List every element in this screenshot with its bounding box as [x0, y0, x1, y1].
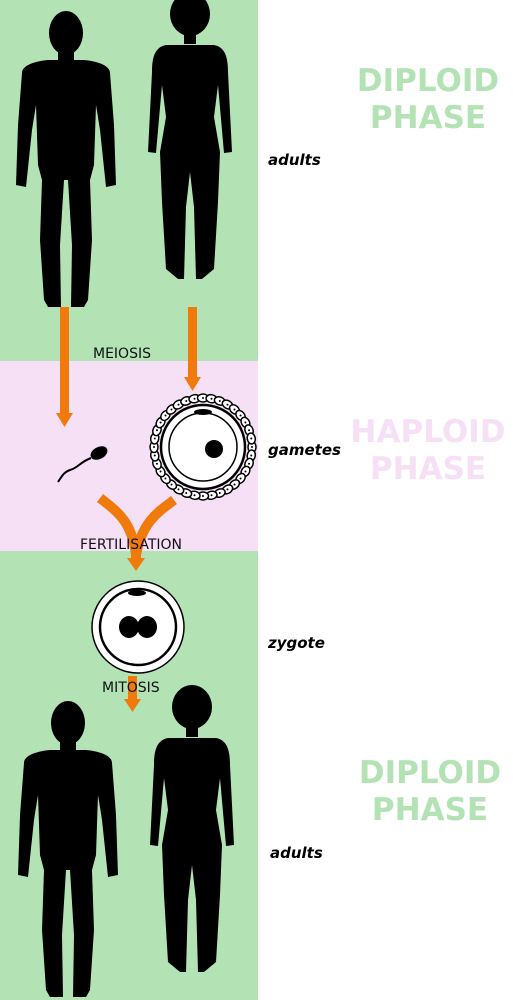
follicle-nucleus [226, 488, 229, 491]
stage-label-zygote: zygote [268, 634, 325, 652]
diploid-phase-label-bottom: DIPLOID PHASE [345, 755, 513, 829]
follicle-nucleus [164, 414, 167, 417]
follicle-nucleus [210, 397, 213, 400]
follicle-nucleus [193, 397, 196, 400]
follicle-nucleus [248, 462, 251, 465]
follicle-nucleus [233, 408, 236, 411]
male-silhouette-icon [18, 701, 118, 997]
follicle-nucleus [185, 492, 188, 495]
follicle-nucleus [155, 429, 158, 432]
female-silhouette-icon [148, 0, 232, 279]
follicle-nucleus [153, 437, 156, 440]
follicle-nucleus [164, 477, 167, 480]
stage-label-gametes: gametes [268, 441, 341, 459]
follicle-nucleus [251, 446, 253, 448]
meiosis-arrows [56, 307, 201, 427]
female-silhouette-icon [150, 685, 234, 972]
follicle-nucleus [170, 408, 173, 411]
follicle-nucleus [153, 454, 156, 457]
process-label-meiosis: MEIOSIS [93, 346, 151, 362]
follicle-nucleus [250, 437, 253, 440]
mitosis-arrow [124, 676, 141, 712]
follicle-nucleus [202, 495, 204, 497]
process-label-fertilisation: FERTILISATION [80, 537, 183, 553]
phase-word: PHASE [369, 100, 487, 136]
follicle-nucleus [155, 462, 158, 465]
follicle-nucleus [159, 470, 162, 473]
follicle-nucleus [153, 446, 155, 448]
follicle-nucleus [170, 483, 173, 486]
follicle-nucleus [202, 397, 204, 399]
follicle-nucleus [244, 470, 247, 473]
follicle-nucleus [239, 477, 242, 480]
follicle-nucleus [193, 494, 196, 497]
phase-word: PHASE [369, 451, 487, 487]
stage-label-adults-top: adults [268, 151, 321, 169]
phase-word: DIPLOID [356, 63, 500, 99]
zygote-icon [91, 580, 185, 674]
follicle-nucleus [159, 421, 162, 424]
follicle-nucleus [244, 421, 247, 424]
follicle-nucleus [250, 454, 253, 457]
male-silhouette-icon [16, 11, 116, 307]
follicle-nucleus [248, 429, 251, 432]
process-label-mitosis: MITOSIS [102, 680, 160, 696]
follicle-nucleus [185, 399, 188, 402]
follicle-nucleus [218, 492, 221, 495]
follicle-nucleus [177, 403, 180, 406]
diploid-phase-label-top: DIPLOID PHASE [343, 63, 513, 137]
phase-word: DIPLOID [358, 755, 502, 791]
follicle-nucleus [210, 494, 213, 497]
follicle-nucleus [177, 488, 180, 491]
phase-word: PHASE [371, 792, 489, 828]
fertilisation-arrow [96, 494, 177, 560]
egg-cell-icon [149, 393, 257, 501]
haploid-phase-label: HAPLOID PHASE [343, 414, 513, 488]
stage-label-adults-bottom: adults [270, 844, 323, 862]
sperm-icon [57, 446, 108, 483]
follicle-nucleus [218, 399, 221, 402]
follicle-nucleus [239, 414, 242, 417]
follicle-nucleus [233, 483, 236, 486]
follicle-nucleus [226, 403, 229, 406]
phase-word: HAPLOID [350, 414, 506, 450]
